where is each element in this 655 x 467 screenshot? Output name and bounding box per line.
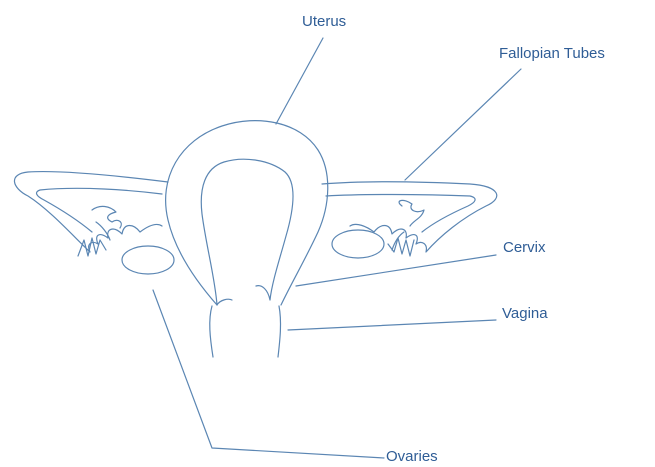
- vagina-label: Vagina: [502, 306, 548, 321]
- right-fimbriae-fingers: [388, 238, 414, 256]
- left-fimbriae: [92, 206, 121, 240]
- uterus-leader-line: [276, 38, 323, 124]
- uterus-outer: [166, 121, 328, 305]
- vagina-right-wall: [278, 306, 281, 357]
- fallopian-tubes-label: Fallopian Tubes: [499, 46, 605, 61]
- ovaries-label: Ovaries: [386, 449, 438, 464]
- vagina-leader-line: [288, 320, 496, 330]
- vagina-left-wall: [210, 306, 213, 357]
- fallopian-leader-line: [405, 69, 521, 180]
- cervix-label: Cervix: [503, 240, 546, 255]
- cervix-leader-line: [296, 255, 496, 286]
- right-fallopian-tube: [322, 182, 497, 252]
- left-ovary: [122, 246, 174, 274]
- cervix-inner-left: [217, 299, 232, 305]
- uterus-label: Uterus: [302, 14, 346, 29]
- left-tube-inner: [37, 188, 162, 232]
- ovaries-leader-line: [153, 290, 384, 458]
- uterus-cavity: [201, 159, 293, 305]
- left-fimbriae-fingers: [78, 238, 106, 256]
- right-ovary: [332, 230, 384, 258]
